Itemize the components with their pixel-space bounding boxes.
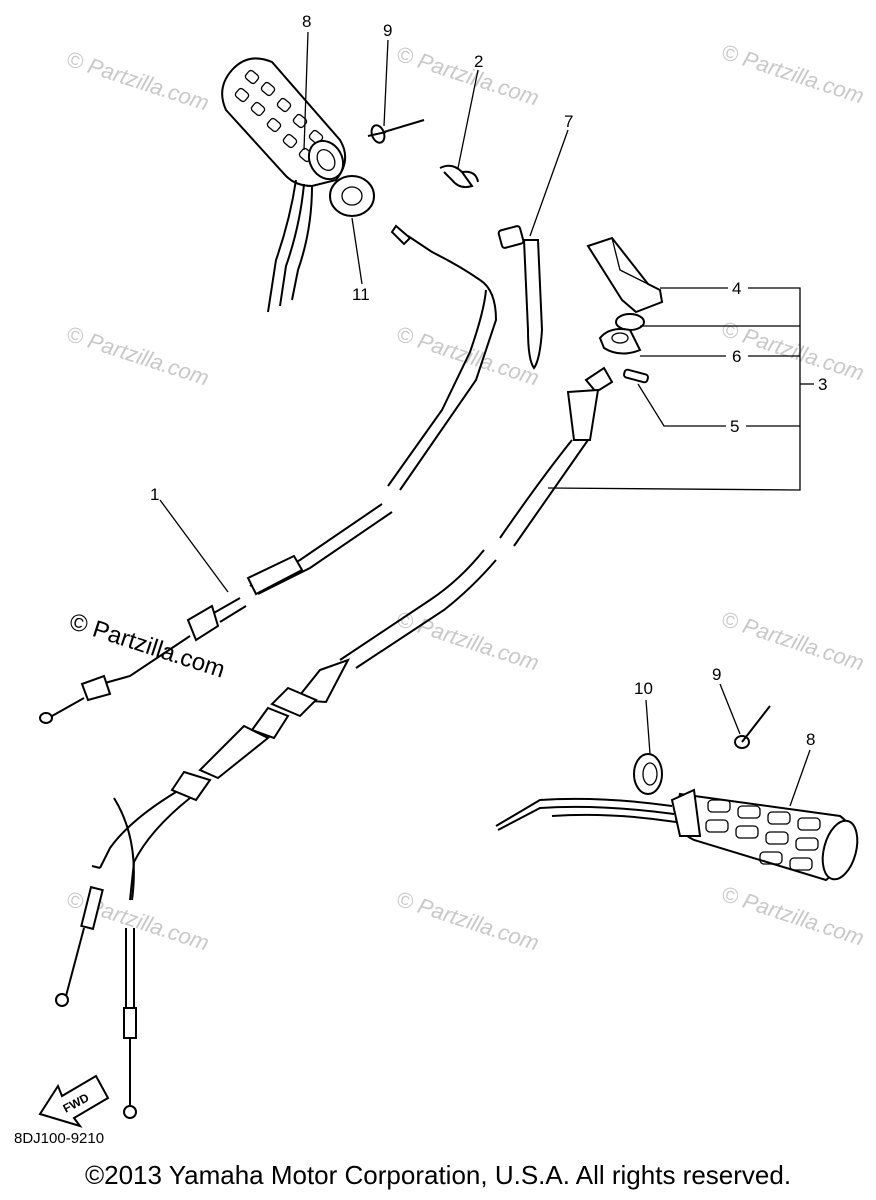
washer-top (329, 175, 375, 217)
throttle-ring (598, 313, 645, 355)
callout-10: 10 (634, 679, 653, 698)
throttle-lever (586, 236, 664, 314)
choke-cable (39, 224, 498, 724)
diagram-code: 8DJ100-9210 (14, 1130, 105, 1147)
grip-top-left (221, 57, 347, 313)
copyright-notice: ©2013 Yamaha Motor Corporation, U.S.A. A… (84, 1160, 792, 1190)
callouts: 8 9 2 7 11 4 6 3 5 1 10 9 8 (150, 12, 827, 749)
watermark: © Partzilla.com (718, 606, 867, 676)
watermark: © Partzilla.com (393, 886, 542, 956)
washer-bottom (633, 753, 663, 795)
watermark: © Partzilla.com (63, 321, 212, 391)
callout-4: 4 (732, 279, 741, 298)
leader-lines (159, 31, 814, 807)
callout-2: 2 (474, 52, 483, 71)
callout-9-bottom: 9 (712, 665, 721, 684)
watermark: © Partzilla.com (393, 41, 542, 111)
grip-bottom-right (495, 788, 859, 882)
fwd-arrow-icon: FWD (38, 1074, 110, 1128)
watermark: © Partzilla.com (63, 46, 212, 116)
callout-7: 7 (564, 112, 573, 131)
clip (439, 164, 479, 189)
watermark: © Partzilla.com (718, 39, 867, 109)
cable-ends-lower (55, 885, 137, 1119)
callout-8-bottom: 8 (806, 730, 815, 749)
callout-11: 11 (352, 285, 370, 304)
callout-8: 8 (302, 12, 311, 31)
watermark: © Partzilla.com (393, 606, 542, 676)
screw-top (367, 119, 425, 144)
callout-3: 3 (818, 375, 827, 394)
throttle-cable (91, 366, 614, 901)
callout-5: 5 (730, 417, 739, 436)
callout-6: 6 (732, 347, 741, 366)
pin (623, 368, 649, 384)
callout-9: 9 (383, 21, 392, 40)
cable-tie (497, 225, 544, 370)
watermark: © Partzilla.com (718, 881, 867, 951)
screw-bottom (734, 705, 771, 749)
callout-1: 1 (150, 485, 159, 504)
